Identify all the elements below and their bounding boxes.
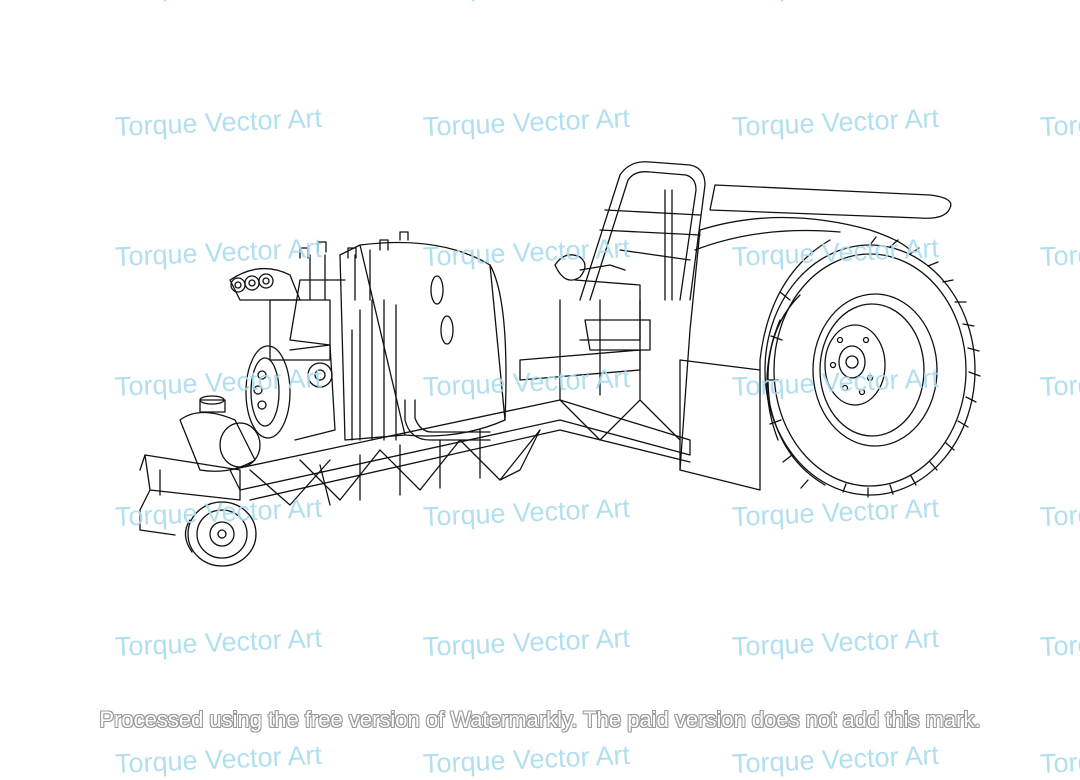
rear-fender-icon: [679, 184, 952, 491]
roll-cage-icon: [554, 161, 706, 351]
rear-tire-icon: [764, 236, 981, 498]
pulling-tractor-drawing: [139, 161, 981, 567]
watermarkly-notice: Processed using the free version of Wate…: [99, 707, 981, 732]
exhaust-pipes-icon: [404, 399, 491, 441]
chassis-frame-icon: [229, 299, 691, 506]
rear-rim-icon: [812, 293, 938, 447]
front-wheel-icon: [184, 501, 257, 567]
front-weight-icon: [139, 395, 261, 536]
front-cover-icon: [245, 344, 336, 441]
engine-block-icon: [229, 231, 507, 441]
